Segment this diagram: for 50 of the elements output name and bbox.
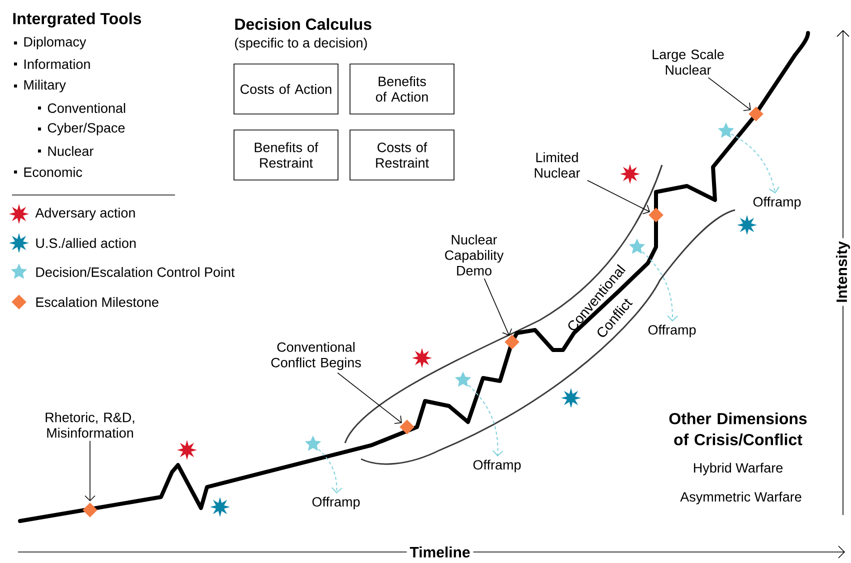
milestone-diamond	[504, 334, 520, 350]
offramp-label: Offramp	[648, 324, 696, 338]
control-point-star	[718, 122, 734, 138]
list-item: Diplomacy	[24, 36, 86, 50]
calculus-box: Costs of Restraint	[350, 130, 454, 180]
milestone-diamond	[82, 502, 98, 518]
offramp-label: Offramp	[473, 460, 521, 472]
leader-line	[337, 372, 402, 424]
axis-label: Timeline	[406, 544, 474, 561]
subheading: (specific to a decision)	[235, 38, 367, 50]
list-item: Military	[24, 80, 66, 92]
note: Hybrid Warfare	[694, 462, 783, 476]
offramp-label: Offramp	[753, 196, 801, 210]
leader-line	[84, 440, 96, 502]
heading: Intergrated Tools	[13, 12, 142, 28]
control-point-star	[304, 436, 322, 451]
legend-text: Adversary action	[35, 208, 135, 220]
control-point-star	[628, 238, 646, 254]
leader-line	[708, 77, 751, 112]
heading: Decision Calculus	[235, 18, 372, 30]
list-item: Information	[24, 59, 90, 69]
offramp-arrow	[468, 384, 504, 457]
milestone-label: Large Scale Nuclear	[652, 49, 724, 75]
milestone-label: Rhetoric, R&D, Misinformation	[46, 412, 134, 438]
leader-line	[484, 278, 512, 336]
list-item: Conventional	[48, 103, 126, 113]
legend-text: Decision/Escalation Control Point	[36, 267, 235, 277]
offramp-label: Offramp	[312, 496, 360, 510]
control-point-star	[454, 372, 472, 387]
milestone-label: Nuclear Capability Demo	[445, 234, 504, 276]
leader-line	[587, 180, 650, 214]
milestone-diamond	[648, 208, 664, 222]
axis-label: Intensity	[833, 238, 851, 306]
calculus-box: Benefits of Restraint	[234, 130, 338, 180]
note: Asymmetric Warfare	[680, 492, 802, 504]
milestone-label: Limited Nuclear	[534, 152, 580, 178]
legend-text: Escalation Milestone	[36, 297, 158, 307]
milestone-label: Conventional Conflict Begins	[271, 342, 361, 370]
offramp-arrow	[318, 448, 342, 494]
offramp-arrow	[642, 251, 678, 322]
legend-text: U.S./allied action	[36, 238, 136, 248]
list-item: Cyber/Space	[48, 122, 125, 136]
list-item: Nuclear	[48, 146, 94, 156]
offramp-arrow	[730, 133, 780, 194]
calculus-box: Costs of Action	[234, 64, 338, 114]
milestone-diamond	[748, 106, 764, 122]
list-item: Economic	[24, 167, 82, 177]
milestone-diamond	[400, 420, 414, 434]
heading: Other Dimensions of Crisis/Conflict	[669, 412, 807, 446]
calculus-box: Benefits of Action	[350, 64, 454, 114]
